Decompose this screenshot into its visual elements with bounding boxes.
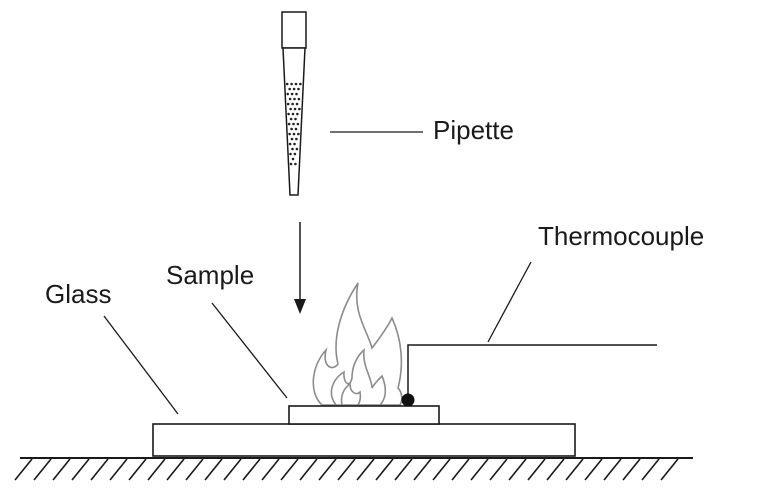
pipette-top-tube [281,11,307,49]
sample-label: Sample [166,260,255,290]
pipette-body [282,47,306,196]
flame-icon [312,282,403,406]
thermocouple-leader-line [487,261,532,343]
pipette-liquid-dots [285,82,302,166]
pipette-label: Pipette [433,115,514,145]
thermocouple-label: Thermocouple [538,221,705,251]
drop-arrow [294,222,306,314]
glass-label: Glass [45,279,112,309]
glass-plate [152,423,576,457]
thermocouple-wire [407,344,657,398]
pipette [281,11,307,196]
sample-dish [288,405,440,425]
ground-hatching [14,458,679,481]
glass-leader-line [103,315,179,415]
sample-leader-line [211,302,288,399]
thermocouple-junction [401,393,415,407]
